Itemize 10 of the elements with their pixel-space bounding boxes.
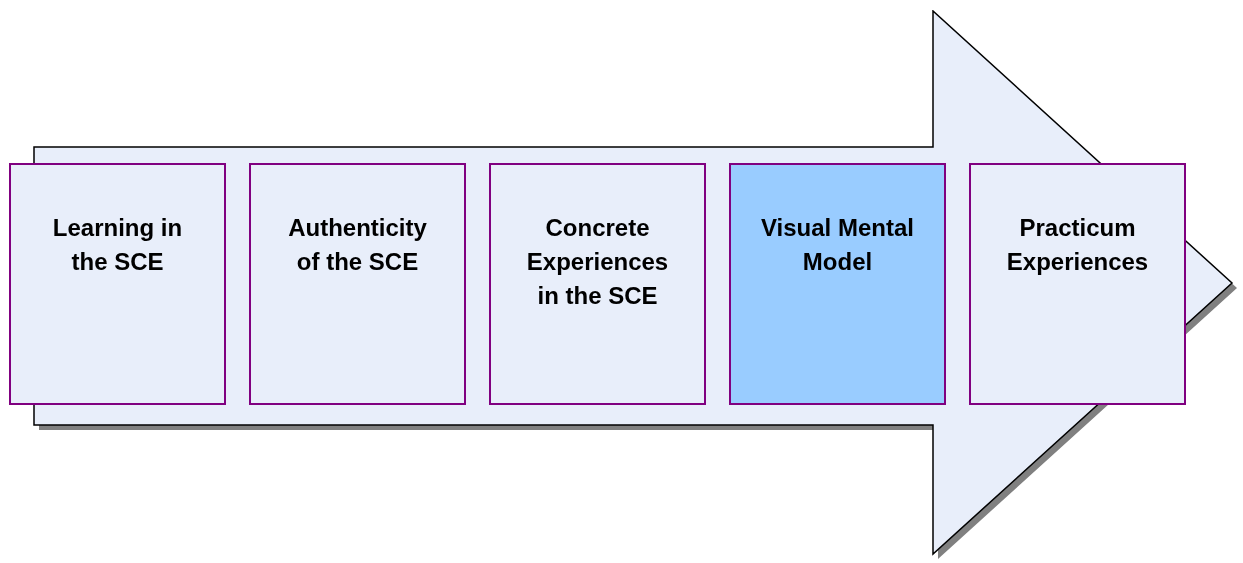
- stage-box: [489, 163, 706, 405]
- stage-box: [249, 163, 466, 405]
- stage-label: Authenticity of the SCE: [287, 213, 428, 277]
- stage-label: Visual Mental Model: [760, 213, 915, 277]
- stage-box: [9, 163, 226, 405]
- stage-box: [729, 163, 946, 405]
- stage-box: [969, 163, 1186, 405]
- stage-label: Concrete Experiences in the SCE: [525, 213, 670, 311]
- stage-label: Learning in the SCE: [51, 213, 184, 277]
- stage-label: Practicum Experiences: [1005, 213, 1150, 277]
